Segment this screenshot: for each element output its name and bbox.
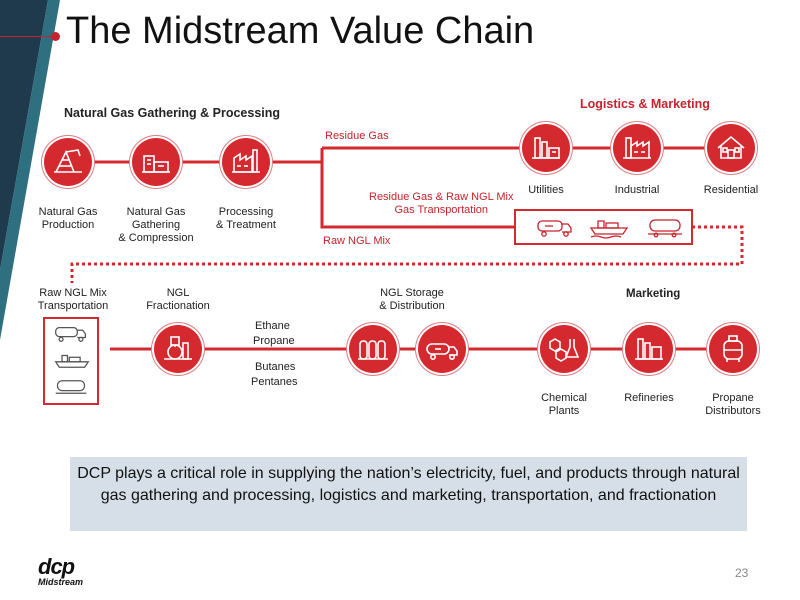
natural-gas-production-node	[44, 138, 92, 186]
propane-distributors-label: Propane Distributors	[705, 392, 761, 417]
chemistry-icon	[549, 338, 580, 362]
rail-car-icon	[648, 219, 682, 238]
raw-ngl-transport-label: Raw NGL Mix Transportation	[37, 287, 109, 312]
logo-sub: Midstream	[38, 577, 84, 587]
utilities-node	[522, 124, 570, 172]
barge-icon	[54, 354, 90, 368]
gathering-compression-label: Natural Gas Gathering & Compression	[118, 206, 194, 244]
summary-callout-text: DCP plays a critical role in supplying t…	[77, 465, 740, 504]
rail-car-icon	[55, 380, 87, 394]
slide-title: The Midstream Value Chain	[66, 10, 535, 52]
product-propane: Propane	[253, 335, 295, 347]
house-icon	[717, 135, 745, 159]
raw-ngl-mix-label: Raw NGL Mix	[323, 235, 391, 247]
fractionator-icon	[164, 336, 192, 360]
residential-node	[707, 124, 755, 172]
truck-icon	[537, 220, 572, 237]
product-pentanes: Pentanes	[251, 376, 298, 388]
gathering-compression-node	[132, 138, 180, 186]
truck-icon	[55, 326, 87, 342]
factory-icon	[623, 137, 651, 159]
processing-treatment-label: Processing & Treatment	[216, 206, 276, 231]
residue-gas-label: Residue Gas	[325, 130, 389, 142]
logo-brand: dcp	[38, 554, 75, 579]
section-gathering-processing: Natural Gas Gathering & Processing	[64, 106, 281, 120]
refineries-node	[625, 325, 673, 373]
utilities-label: Utilities	[528, 184, 564, 196]
power-plant-icon	[532, 137, 560, 159]
storage-tanks-icon	[358, 340, 388, 360]
ngl-storage-label: NGL Storage & Distribution	[379, 287, 445, 312]
processing-plant-icon	[232, 149, 260, 173]
decorative-side-band	[0, 0, 60, 340]
industrial-label: Industrial	[614, 184, 660, 196]
tanker-truck-icon	[426, 343, 458, 360]
ngl-fractionation-node	[154, 325, 202, 373]
refinery-icon	[635, 338, 663, 360]
industrial-node	[613, 124, 661, 172]
residential-label: Residential	[703, 184, 759, 196]
residue-gas-raw-ngl-label: Residue Gas & Raw NGL Mix Gas Transporta…	[369, 191, 514, 216]
processing-treatment-node	[222, 138, 270, 186]
compressor-icon	[142, 155, 170, 173]
natural-gas-production-label: Natural Gas Production	[38, 206, 98, 231]
section-logistics-marketing: Logistics & Marketing	[580, 97, 710, 111]
title-bullet-dot	[51, 32, 60, 41]
refineries-label: Refineries	[624, 392, 674, 404]
propane-distributors-node	[709, 325, 757, 373]
dcp-midstream-logo: dcp Midstream	[38, 554, 98, 588]
product-butanes: Butanes	[255, 361, 296, 373]
product-ethane: Ethane	[255, 320, 290, 332]
gas-well-icon	[54, 149, 82, 173]
propane-tank-icon	[723, 335, 743, 362]
title-bullet-line	[0, 36, 56, 37]
ngl-storage-truck-node	[418, 325, 466, 373]
barge-icon	[589, 220, 629, 239]
summary-callout: DCP plays a critical role in supplying t…	[70, 457, 747, 531]
ngl-storage-tanks-node	[349, 325, 397, 373]
page-number: 23	[735, 566, 749, 580]
ngl-fractionation-label: NGL Fractionation	[146, 287, 210, 312]
chemical-plants-label: Chemical Plants	[541, 392, 587, 417]
section-marketing: Marketing	[626, 288, 681, 300]
chemical-plants-node	[540, 325, 588, 373]
